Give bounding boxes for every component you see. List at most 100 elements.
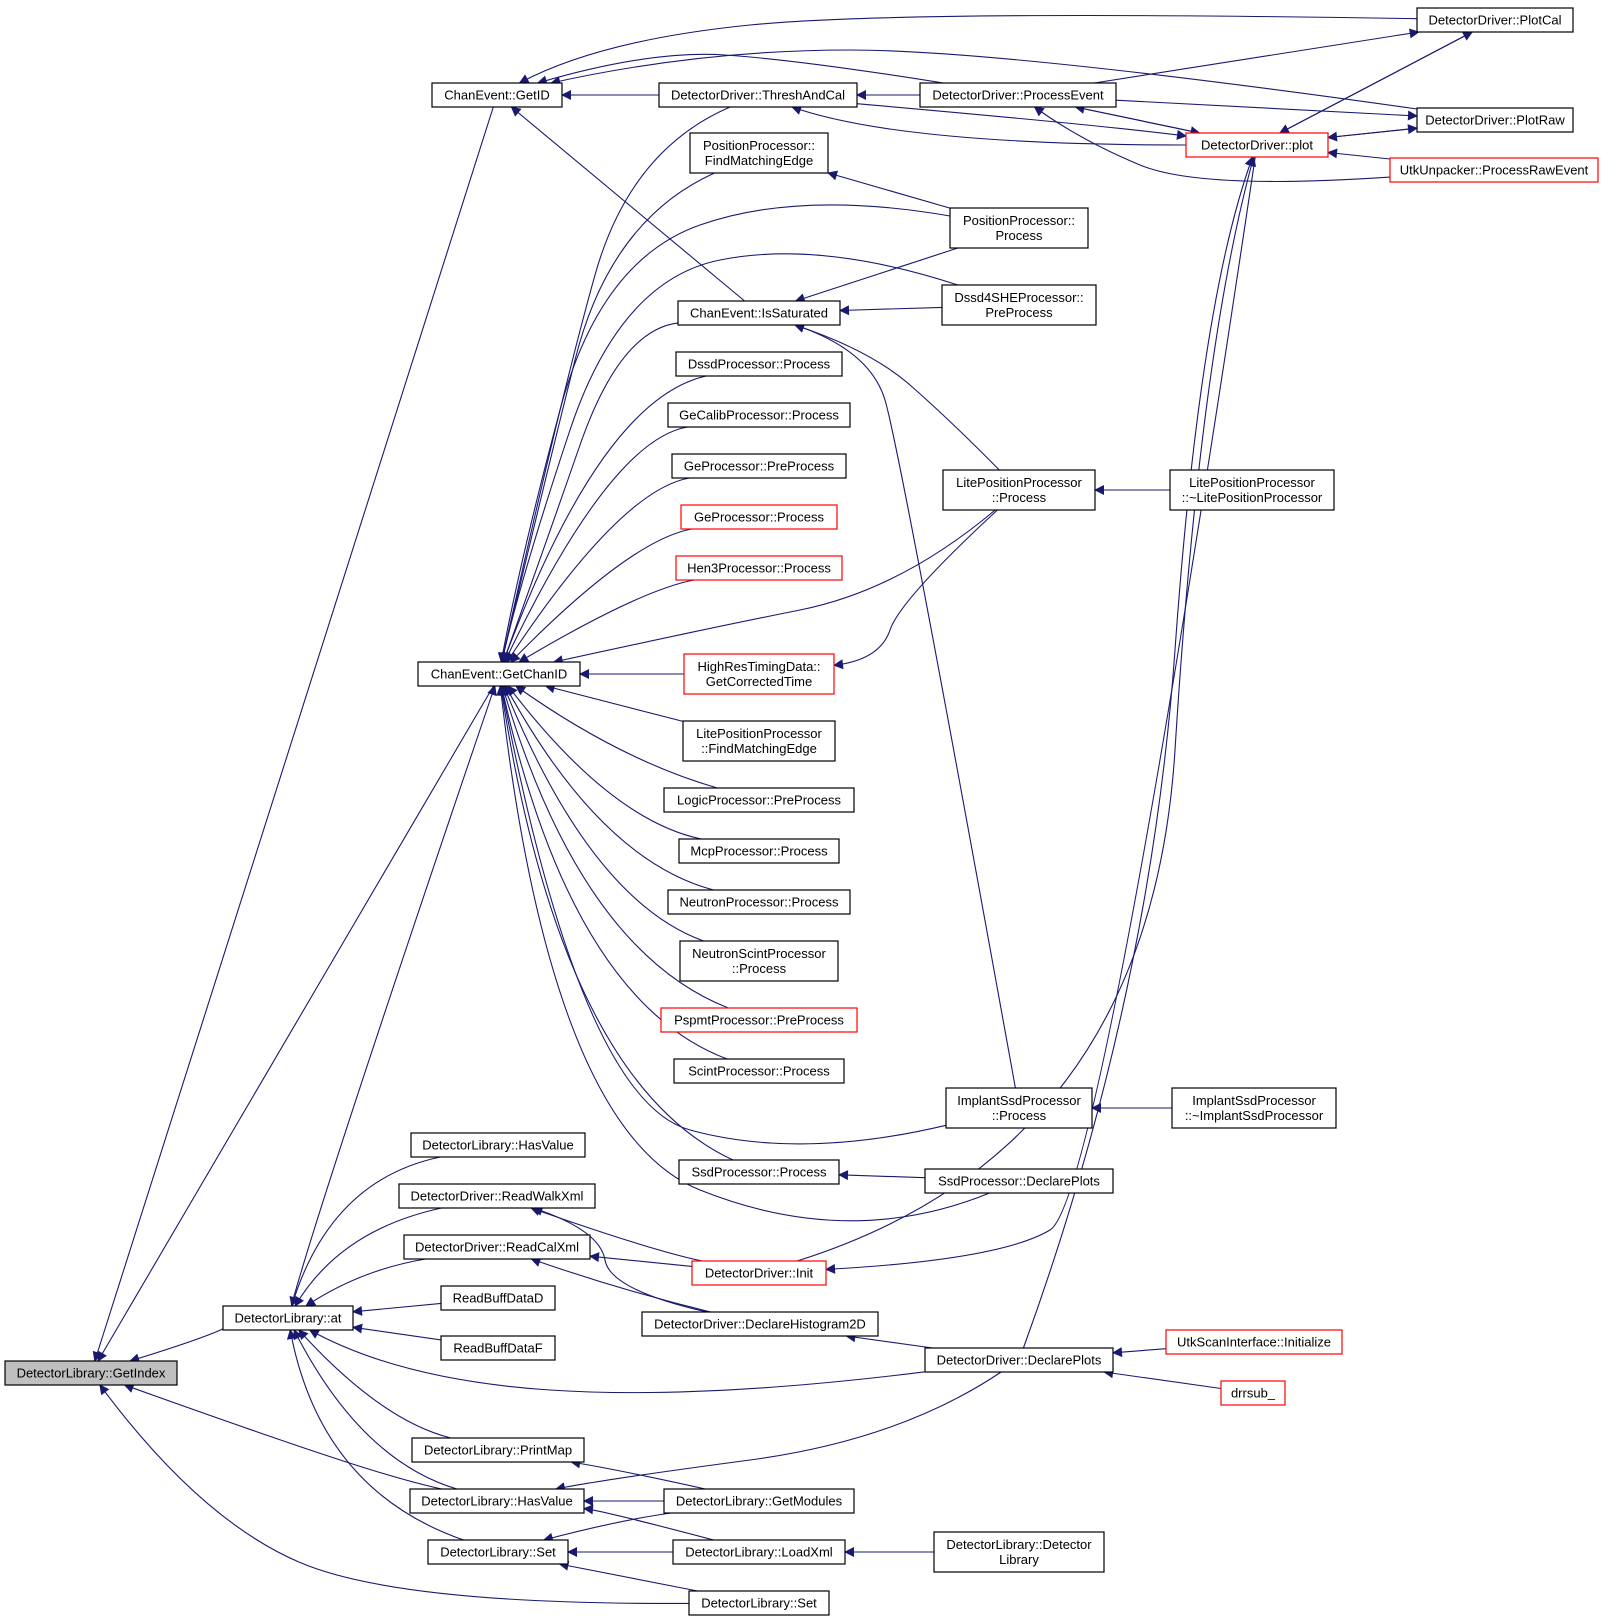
node-plotraw[interactable]: DetectorDriver::PlotRaw xyxy=(1416,107,1574,133)
node-readcalxml[interactable]: DetectorDriver::ReadCalXml xyxy=(403,1234,591,1260)
node-drrsub[interactable]: drrsub_ xyxy=(1220,1380,1286,1406)
node-label: NeutronProcessor::Process xyxy=(680,895,839,910)
node-implantdtor[interactable]: ImplantSsdProcessor::~ImplantSsdProcesso… xyxy=(1171,1087,1337,1129)
node-box xyxy=(398,1183,596,1209)
node-ssdproc[interactable]: SsdProcessor::Process xyxy=(678,1159,840,1185)
call-edge-declareplots-to-hasvalue2 xyxy=(554,1371,1002,1493)
node-declareplots[interactable]: DetectorDriver::DeclarePlots xyxy=(924,1347,1114,1373)
node-label: DetectorLibrary::Set xyxy=(701,1596,817,1611)
node-box xyxy=(933,1531,1105,1573)
node-label: PositionProcessor:: xyxy=(703,138,815,153)
node-getchanid[interactable]: ChanEvent::GetChanID xyxy=(417,661,581,687)
node-label: DetectorLibrary::HasValue xyxy=(422,1138,574,1153)
call-edge-getmodules-to-set1 xyxy=(542,1512,672,1543)
node-liteposproc[interactable]: LitePositionProcessor::Process xyxy=(942,469,1096,511)
node-printmap[interactable]: DetectorLibrary::PrintMap xyxy=(411,1437,585,1463)
node-box xyxy=(683,653,835,695)
node-box xyxy=(689,132,829,174)
node-box xyxy=(945,1087,1093,1129)
node-box xyxy=(440,1285,556,1311)
node-getmodules[interactable]: DetectorLibrary::GetModules xyxy=(663,1488,855,1514)
node-hasvalue2[interactable]: DetectorLibrary::HasValue xyxy=(409,1488,585,1514)
node-loadxml[interactable]: DetectorLibrary::LoadXml xyxy=(672,1539,846,1565)
call-edge-gepre-to-getchanid xyxy=(506,477,690,663)
node-utkscaninit[interactable]: UtkScanInterface::Initialize xyxy=(1165,1329,1343,1355)
node-label: ImplantSsdProcessor xyxy=(957,1093,1081,1108)
call-edge-posfindedge-to-getchanid xyxy=(498,172,715,663)
node-label: ReadBuffDataD xyxy=(453,1291,544,1306)
node-issaturated[interactable]: ChanEvent::IsSaturated xyxy=(677,300,841,326)
node-plotcal[interactable]: DetectorDriver::PlotCal xyxy=(1416,7,1574,33)
node-implantssd[interactable]: ImplantSsdProcessor::Process xyxy=(945,1087,1093,1129)
call-edge-implantssd-to-getchanid xyxy=(498,685,947,1145)
node-ssddeclare[interactable]: SsdProcessor::DeclarePlots xyxy=(924,1168,1114,1194)
node-posproc[interactable]: PositionProcessor::Process xyxy=(949,207,1089,249)
node-hrtd[interactable]: HighResTimingData::GetCorrectedTime xyxy=(683,653,835,695)
node-scintproc[interactable]: ScintProcessor::Process xyxy=(673,1058,845,1084)
node-dssd4she[interactable]: Dssd4SHEProcessor::PreProcess xyxy=(941,284,1097,326)
node-threshandcal[interactable]: DetectorDriver::ThreshAndCal xyxy=(658,82,858,108)
node-gepre[interactable]: GeProcessor::PreProcess xyxy=(671,453,847,479)
node-utkunpacker[interactable]: UtkUnpacker::ProcessRawEvent xyxy=(1389,157,1599,183)
node-getindex[interactable]: DetectorLibrary::GetIndex xyxy=(4,1360,178,1386)
node-at[interactable]: DetectorLibrary::at xyxy=(222,1305,354,1331)
node-hen3[interactable]: Hen3Processor::Process xyxy=(675,555,843,581)
call-edge-dssdproc-to-getchanid xyxy=(501,375,707,663)
node-hasvalue1[interactable]: DetectorLibrary::HasValue xyxy=(410,1132,586,1158)
node-box xyxy=(667,402,851,428)
node-readbufff[interactable]: ReadBuffDataF xyxy=(440,1335,556,1361)
call-edge-scintproc-to-getchanid xyxy=(498,685,728,1060)
node-label: LitePositionProcessor xyxy=(696,726,822,741)
node-label: DetectorDriver::ProcessEvent xyxy=(932,88,1104,103)
call-edge-readbufff-to-at xyxy=(352,1323,442,1341)
node-logicpre[interactable]: LogicProcessor::PreProcess xyxy=(663,787,855,813)
node-set2[interactable]: DetectorLibrary::Set xyxy=(688,1590,830,1616)
node-gecalib[interactable]: GeCalibProcessor::Process xyxy=(667,402,851,428)
node-readwalkxml[interactable]: DetectorDriver::ReadWalkXml xyxy=(398,1183,596,1209)
node-label: GetCorrectedTime xyxy=(706,674,812,689)
node-box xyxy=(1416,7,1574,33)
node-label: GeProcessor::PreProcess xyxy=(684,459,835,474)
node-ddinit[interactable]: DetectorDriver::Init xyxy=(691,1260,827,1286)
call-edge-set2-to-getindex xyxy=(99,1384,690,1604)
call-edge-posproc-to-posfindedge xyxy=(827,170,951,209)
node-neutronscint[interactable]: NeutronScintProcessor::Process xyxy=(679,940,839,982)
node-box xyxy=(688,1590,830,1616)
node-posfindedge[interactable]: PositionProcessor::FindMatchingEdge xyxy=(689,132,829,174)
node-plot[interactable]: DetectorDriver::plot xyxy=(1185,132,1329,158)
node-label: FindMatchingEdge xyxy=(705,153,813,168)
node-box xyxy=(691,1260,827,1286)
node-box xyxy=(4,1360,178,1386)
node-label: PositionProcessor:: xyxy=(963,213,1075,228)
node-box xyxy=(660,1007,858,1033)
node-geproc[interactable]: GeProcessor::Process xyxy=(680,504,838,530)
call-edge-posproc-to-getchanid xyxy=(497,204,951,663)
node-box xyxy=(1169,469,1335,511)
node-processevent[interactable]: DetectorDriver::ProcessEvent xyxy=(919,82,1117,108)
node-box xyxy=(417,661,581,687)
node-dssdproc[interactable]: DssdProcessor::Process xyxy=(675,351,843,377)
node-label: GeCalibProcessor::Process xyxy=(679,408,839,423)
call-edge-utkunpacker-to-processevent xyxy=(1033,106,1391,183)
call-edge-gecalib-to-getchanid xyxy=(504,426,688,663)
node-box xyxy=(427,1539,569,1565)
node-neutronproc[interactable]: NeutronProcessor::Process xyxy=(667,889,851,915)
node-litedtor[interactable]: LitePositionProcessor::~LitePositionProc… xyxy=(1169,469,1335,511)
node-label: ::FindMatchingEdge xyxy=(701,741,817,756)
node-label: HighResTimingData:: xyxy=(697,659,820,674)
call-edge-hasvalue2-to-at xyxy=(293,1329,458,1490)
node-label: DetectorLibrary::GetModules xyxy=(676,1494,843,1509)
call-edge-hasvalue2-to-getindex xyxy=(123,1383,442,1490)
node-pspmtpre[interactable]: PspmtProcessor::PreProcess xyxy=(660,1007,858,1033)
node-box xyxy=(431,82,563,108)
node-declarehist2d[interactable]: DetectorDriver::DeclareHistogram2D xyxy=(641,1311,879,1337)
node-detlibctor[interactable]: DetectorLibrary::DetectorLibrary xyxy=(933,1531,1105,1573)
call-edge-neutronproc-to-getchanid xyxy=(505,685,714,891)
node-box xyxy=(675,351,843,377)
node-getid[interactable]: ChanEvent::GetID xyxy=(431,82,563,108)
node-readbuffd[interactable]: ReadBuffDataD xyxy=(440,1285,556,1311)
node-set1[interactable]: DetectorLibrary::Set xyxy=(427,1539,569,1565)
node-litefindedge[interactable]: LitePositionProcessor::FindMatchingEdge xyxy=(682,720,836,762)
node-label: drrsub_ xyxy=(1231,1386,1276,1401)
node-mcpproc[interactable]: McpProcessor::Process xyxy=(678,838,840,864)
